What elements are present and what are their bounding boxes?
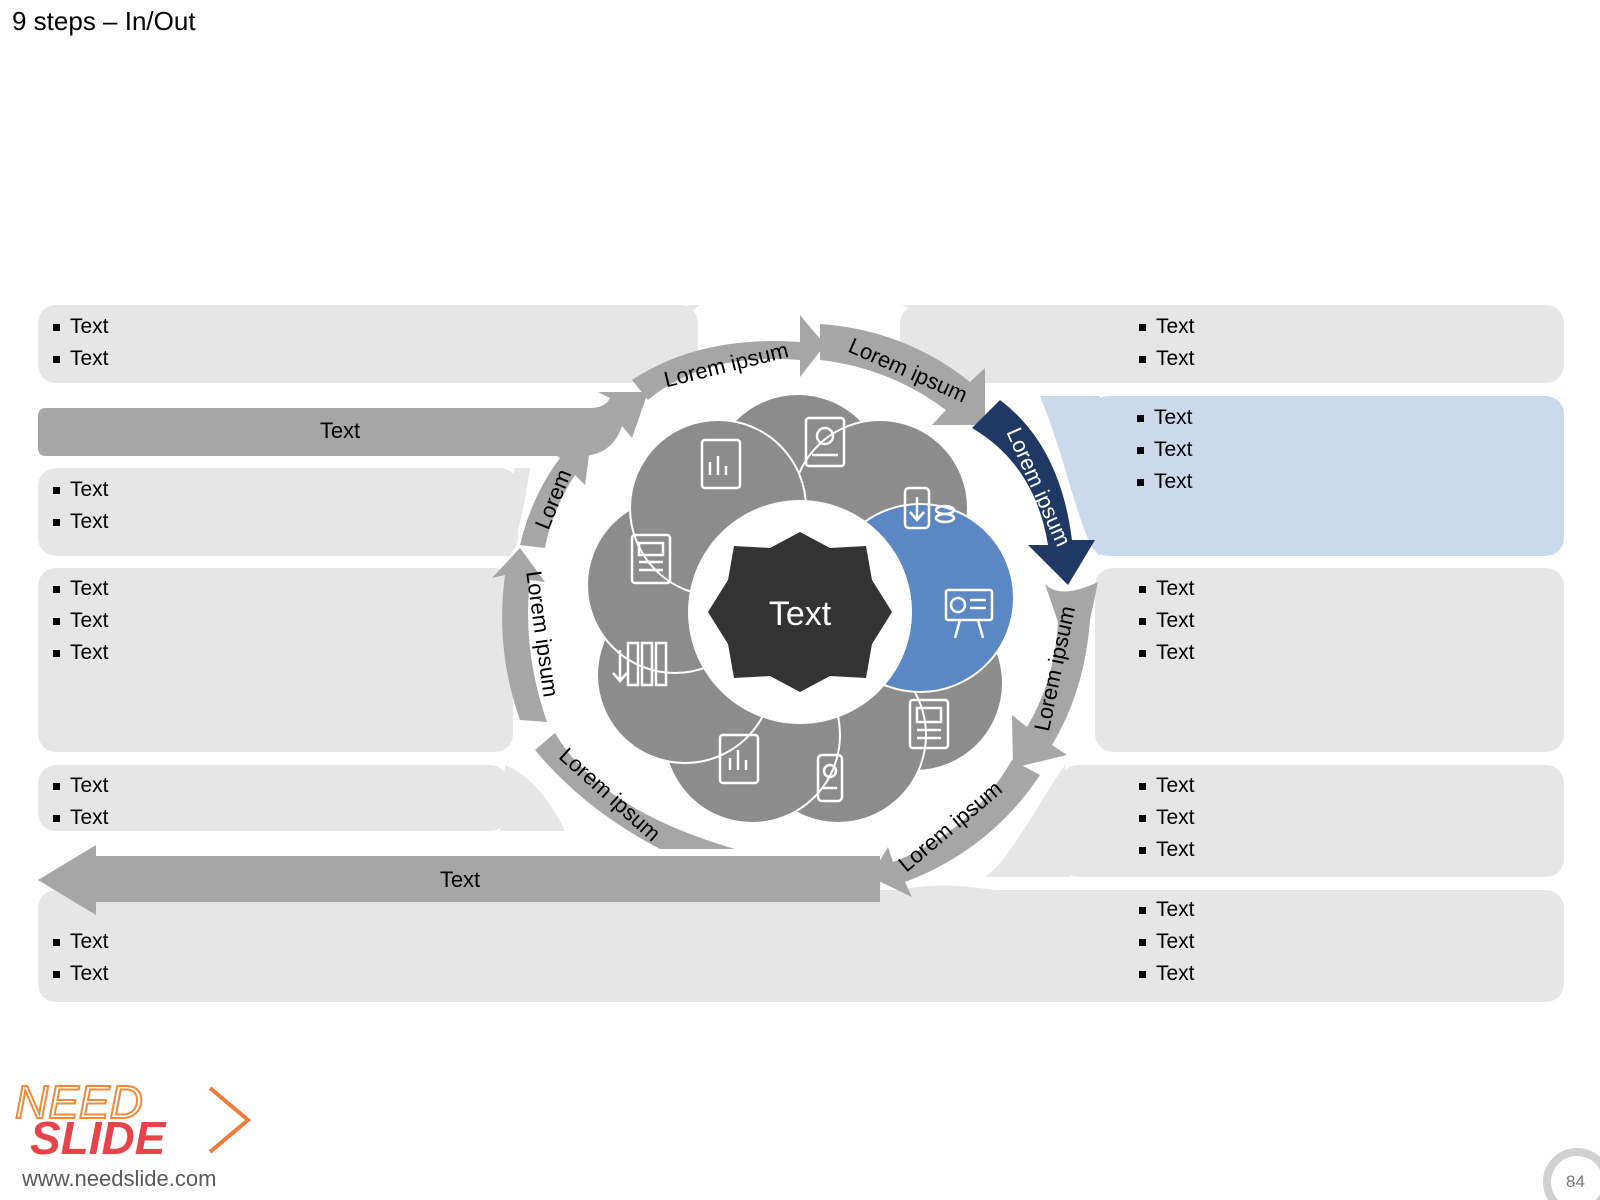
list-item: Text: [1136, 802, 1195, 834]
right-panel-2-connector: [1040, 396, 1100, 556]
step-arrow-bottom-left: [535, 733, 735, 849]
list-item: Text: [50, 802, 109, 834]
step-arrow-top-right: [820, 324, 985, 425]
right-panel-4-connector: [985, 765, 1070, 877]
list-item: Text: [1136, 834, 1195, 866]
left-panel-4-list: Text Text: [50, 770, 109, 834]
right-panel-3-list: Text Text Text: [1136, 573, 1195, 669]
left-panel-3: [38, 568, 513, 752]
list-item: Text: [1136, 311, 1195, 343]
center-label: Text: [769, 595, 832, 633]
phone-chart-icon: [816, 753, 844, 803]
step-arrow-top-left: [632, 315, 825, 400]
right-panel-2-list: Text Text Text: [1134, 402, 1193, 498]
right-panel-3: [1095, 568, 1564, 752]
in-bar-label: Text: [319, 418, 361, 443]
left-panel-3-list: Text Text Text: [50, 573, 109, 669]
left-panel-2-connector: [490, 468, 530, 556]
in-bar-arrow: [38, 392, 648, 456]
list-item: Text: [1134, 434, 1193, 466]
list-item: Text: [50, 343, 109, 375]
left-panel-4: [38, 765, 508, 831]
right-panel-4-list: Text Text Text: [1136, 770, 1195, 866]
list-item: Text: [50, 770, 109, 802]
page-number: 84: [1566, 1172, 1585, 1191]
bar-report-icon: [718, 733, 760, 785]
left-panel-2: [38, 468, 518, 556]
list-item: Text: [1136, 573, 1195, 605]
list-item: Text: [50, 573, 109, 605]
left-panel-2-list: Text Text: [50, 474, 109, 538]
footer-url[interactable]: www.needslide.com: [22, 1166, 217, 1191]
list-item: Text: [1136, 894, 1195, 926]
list-item: Text: [1134, 402, 1193, 434]
svg-text:SLIDE: SLIDE: [30, 1112, 167, 1164]
out-bar-label: Text: [439, 867, 481, 892]
center-star: [708, 532, 892, 692]
bottom-panel-right-list: Text Text Text: [1136, 894, 1195, 990]
right-panel-1: [900, 305, 1564, 383]
list-item: Text: [50, 926, 109, 958]
step-label-6: Lorem ipsum: [554, 743, 665, 847]
left-panel-1-connector: [560, 305, 700, 383]
slide-title: 9 steps – In/Out: [12, 6, 196, 36]
document-image-icon: [908, 698, 950, 750]
pie-document-icon: [804, 416, 846, 468]
bottom-panel-connector: [900, 885, 1000, 890]
step-arrow-bottom-right: [870, 760, 1040, 897]
report-chart-icon: [700, 438, 742, 490]
page-number-circle: [1543, 1148, 1600, 1200]
svg-text:NEED: NEED: [15, 1076, 143, 1128]
step-arrow-right: [1012, 582, 1098, 768]
bottom-panel: [38, 890, 1564, 1002]
presentation-board-icon: [944, 588, 994, 639]
list-item: Text: [1136, 605, 1195, 637]
list-item: Text: [1134, 466, 1193, 498]
right-panel-1-connector: [900, 305, 1000, 383]
list-item: Text: [50, 605, 109, 637]
binders-download-icon: [612, 641, 668, 687]
list-item: Text: [1136, 958, 1195, 990]
mobile-download-icon: [903, 486, 956, 530]
list-item: Text: [50, 506, 109, 538]
needslide-logo: NEED SLIDE: [14, 1075, 252, 1164]
list-item: Text: [50, 637, 109, 669]
step-arrow-upper-left: [520, 447, 590, 548]
step-arrow-left: [492, 548, 547, 722]
bottom-panel-left-list: Text Text: [50, 926, 109, 990]
right-panel-1-list: Text Text: [1136, 311, 1195, 375]
left-panel-1-list: Text Text: [50, 311, 109, 375]
list-item: Text: [50, 958, 109, 990]
list-item: Text: [1136, 343, 1195, 375]
list-item: Text: [1136, 770, 1195, 802]
out-bar-arrow: [38, 845, 880, 915]
document-stack-icon: [630, 533, 672, 585]
list-item: Text: [50, 474, 109, 506]
right-panel-2-highlighted: [1090, 396, 1564, 556]
list-item: Text: [1136, 926, 1195, 958]
step-arrow-highlighted: [972, 400, 1095, 585]
list-item: Text: [1136, 637, 1195, 669]
left-panel-4-connector: [500, 765, 565, 831]
list-item: Text: [50, 311, 109, 343]
